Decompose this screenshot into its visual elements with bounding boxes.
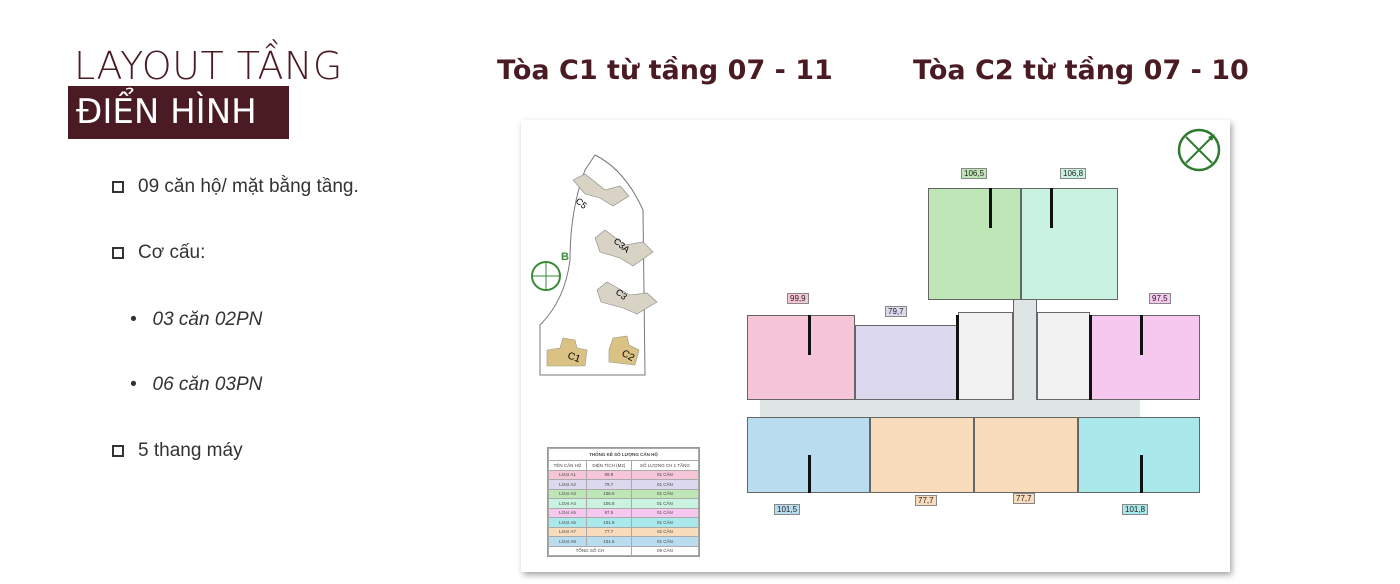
- sub-bullet-text: 03 căn 02PN: [152, 309, 263, 330]
- cell: 101.5: [585, 536, 632, 547]
- bullet-item: Cơ cấu:: [112, 242, 205, 264]
- sub-bullet: • 03 căn 02PN: [130, 309, 263, 330]
- label-c1: C1: [566, 350, 582, 365]
- cell: 09 CĂN: [630, 545, 700, 556]
- unit-a5: [1090, 315, 1200, 400]
- building-c3: [596, 281, 658, 315]
- cell: 01 CĂN: [630, 479, 700, 490]
- cell: 106.5: [585, 488, 632, 499]
- page-title-line1: LAYOUT TẦNG: [74, 44, 343, 88]
- bullet-item: 09 căn hộ/ mặt bằng tầng.: [112, 176, 359, 198]
- cell: 01 CĂN: [630, 507, 700, 518]
- north-compass-icon: [1177, 128, 1221, 172]
- unit-a6: [1078, 417, 1200, 493]
- heading-c1: Tòa C1 từ tầng 07 - 11: [497, 55, 833, 86]
- cell: 01 CĂN: [630, 536, 700, 547]
- unit-area-label: 97,5: [1149, 293, 1171, 304]
- building-c5: [572, 173, 630, 207]
- bullet-text: 5 thang máy: [138, 440, 243, 461]
- cell: 101.8: [585, 517, 632, 528]
- unit-area-label: 77,7: [1013, 493, 1035, 504]
- cell: LOẠI A8: [548, 536, 587, 547]
- unit-area-label: 99,9: [787, 293, 809, 304]
- column-header: SỐ LƯỢNG CH 1 TẦNG: [630, 460, 700, 471]
- cell: LOẠI A2: [548, 479, 587, 490]
- cell: LOẠI A4: [548, 498, 587, 509]
- cell: LOẠI A3: [548, 488, 587, 499]
- cell: 77.7: [585, 526, 632, 537]
- cell: 79.7: [585, 479, 632, 490]
- bullet-text: 09 căn hộ/ mặt bằng tầng.: [138, 176, 359, 197]
- unit-area-label: 101,8: [1122, 504, 1149, 515]
- unit-area-label: 101,5: [774, 504, 801, 515]
- building-c3a: [594, 229, 654, 267]
- site-map: C5 C3A C3 C1 C2 B: [531, 154, 658, 376]
- cell: 106.8: [585, 498, 632, 509]
- building-c1: [546, 337, 588, 367]
- cell: 97.5: [585, 507, 632, 518]
- sub-bullet: • 06 căn 03PN: [130, 374, 263, 395]
- unit-area-label: 79,7: [885, 306, 907, 317]
- cell: LOẠI A7: [548, 526, 587, 537]
- page-title-line2: ĐIỂN HÌNH: [76, 92, 257, 132]
- checkbox-bullet-icon: [112, 445, 124, 457]
- checkbox-bullet-icon: [112, 181, 124, 193]
- unit-area-label: 77,7: [915, 495, 937, 506]
- compass-label: B: [561, 251, 569, 263]
- unit-a3: [928, 188, 1021, 300]
- cell: LOẠI A6: [548, 517, 587, 528]
- unit-area-label: 106,5: [961, 168, 988, 179]
- cell: 01 CĂN: [630, 517, 700, 528]
- main-corridor: [760, 400, 1140, 417]
- column-header: DIỆN TÍCH (M2): [585, 460, 632, 471]
- cell: LOẠI A5: [548, 507, 587, 518]
- checkbox-bullet-icon: [112, 247, 124, 259]
- stair-core-left: [958, 312, 1013, 400]
- cell: 01 CĂN: [630, 488, 700, 499]
- unit-area-label: 106,8: [1060, 168, 1087, 179]
- cell: 01 CĂN: [630, 469, 700, 480]
- bullet-text: Cơ cấu:: [138, 242, 206, 263]
- table-title: THỐNG KÊ SỐ LƯỢNG CĂN HỘ: [548, 448, 699, 461]
- cell: 01 CĂN: [630, 498, 700, 509]
- bullet-item: 5 thang máy: [112, 440, 243, 462]
- cell: 02 CĂN: [630, 526, 700, 537]
- heading-c2: Tòa C2 từ tầng 07 - 10: [913, 55, 1249, 86]
- stair-core-right: [1037, 312, 1090, 400]
- cell: TỔNG SỐ CH: [548, 545, 632, 556]
- unit-a4: [1021, 188, 1118, 300]
- unit-a2: [855, 325, 958, 400]
- unit-a7: [974, 417, 1078, 493]
- column-header: TÊN CĂN HỘ: [548, 460, 587, 471]
- cell: 99.9: [585, 469, 632, 480]
- unit-a7: [870, 417, 974, 493]
- title-band: [68, 86, 289, 139]
- sub-bullet-text: 06 căn 03PN: [152, 374, 263, 395]
- building-c2: [608, 335, 640, 366]
- cell: LOẠI A1: [548, 469, 587, 480]
- unit-a1: [747, 315, 855, 400]
